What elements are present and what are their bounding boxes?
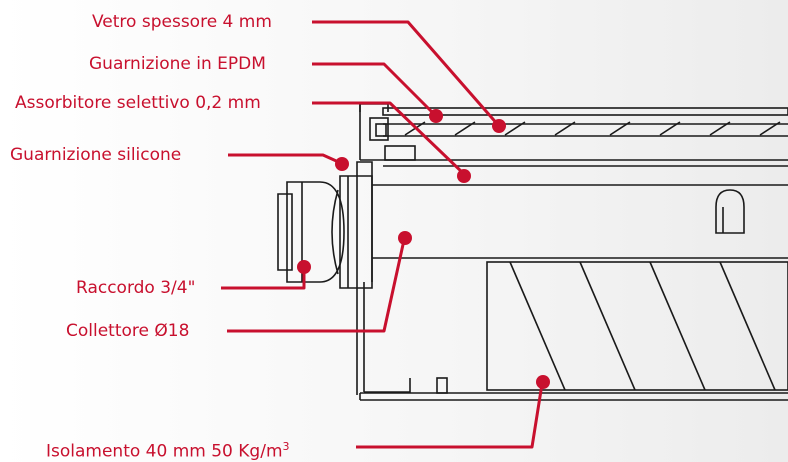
silicone-seal-label: Guarnizione silicone: [10, 145, 182, 165]
fitting-cap: [277, 193, 293, 271]
fitting-callout-line: [221, 268, 306, 290]
header-label: Collettore Ø18: [66, 321, 190, 341]
glass-layer: [382, 107, 788, 116]
epdm-seal-label: Guarnizione in EPDM: [89, 54, 266, 74]
insulation-label: Isolamento 40 mm 50 Kg/m3: [46, 437, 290, 462]
fitting-body: [286, 181, 345, 283]
callout-dots: [297, 109, 550, 389]
insulation-label-superscript: 3: [282, 440, 290, 453]
epdm-seal-profile: [369, 117, 389, 141]
silicone-callout-dot: [335, 157, 349, 171]
fitting-callout-dot: [297, 260, 311, 274]
insulation-callout-line: [356, 383, 544, 449]
fitting-label: Raccordo 3/4": [76, 278, 196, 298]
bottom-clip: [436, 377, 448, 394]
collector-drawing: [277, 103, 788, 401]
absorber-callout-line: [312, 101, 466, 176]
insulation-callout-dot: [536, 375, 550, 389]
absorber-label: Assorbitore selettivo 0,2 mm: [15, 93, 261, 113]
callout-lines: [221, 20, 544, 449]
absorber-clip: [384, 145, 416, 161]
absorber-callout-dot: [457, 169, 471, 183]
insulation-label-text: Isolamento 40 mm 50 Kg/m: [46, 441, 283, 462]
epdm-callout-line: [312, 62, 438, 118]
header-callout-line: [227, 239, 406, 333]
epdm-callout-dot: [429, 109, 443, 123]
silicone-callout-line: [228, 153, 344, 166]
riser-outlet: [715, 189, 745, 234]
glass-hatch: [404, 121, 781, 136]
insulation-hatch: [509, 261, 776, 391]
glass-label: Vetro spessore 4 mm: [92, 12, 272, 32]
flange: [339, 175, 373, 289]
glass-callout-dot: [492, 119, 506, 133]
glass-callout-line: [312, 20, 501, 127]
insulation-block: [486, 261, 788, 391]
header-callout-dot: [398, 231, 412, 245]
